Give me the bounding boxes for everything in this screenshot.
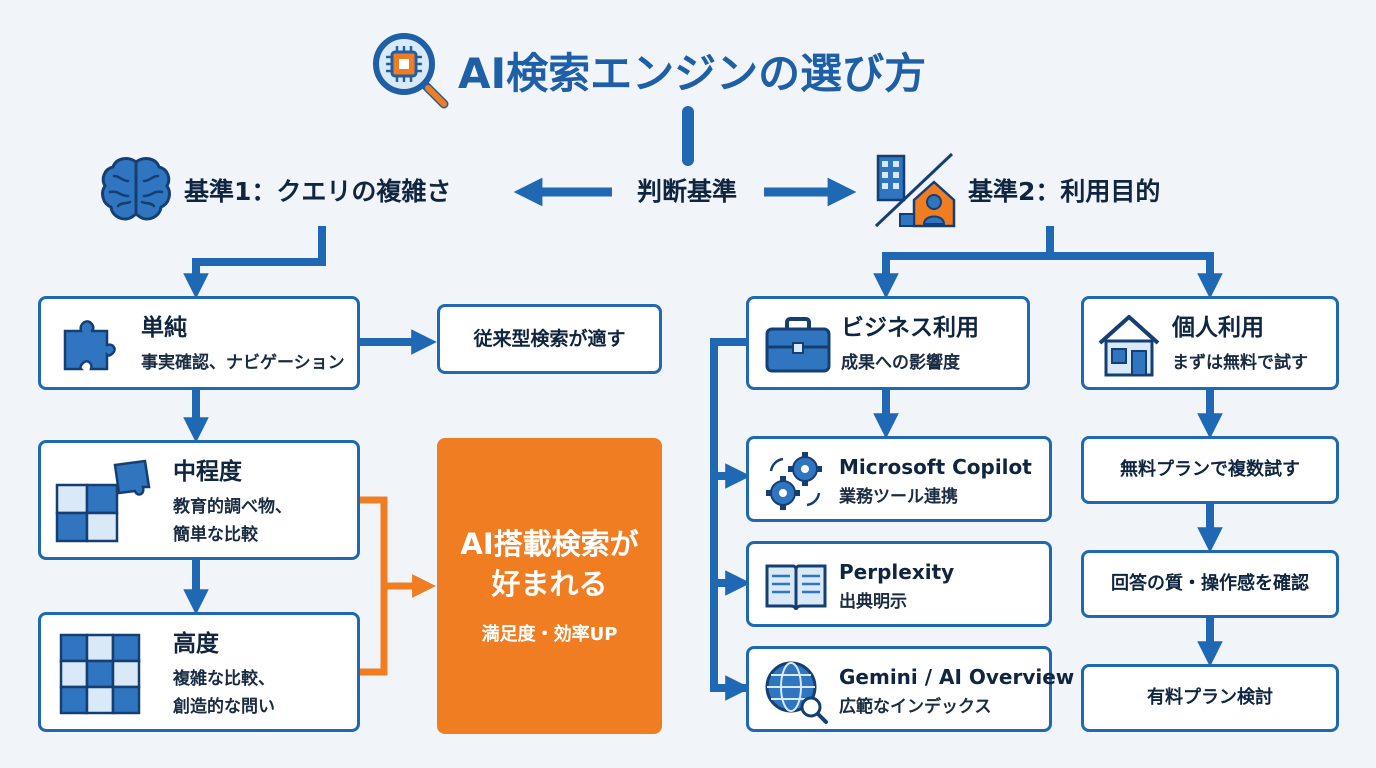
box-personal: 個人利用 まずは無料で試す: [1081, 296, 1339, 390]
magnifier-chip-icon: [370, 30, 454, 114]
box-simple: 単純 事実確認、ナビゲーション: [38, 296, 360, 390]
step-2-label: 回答の質・操作感を確認: [1111, 573, 1309, 594]
step-3: 有料プラン検討: [1081, 664, 1339, 732]
step-1-label: 無料プランで複数試す: [1120, 459, 1300, 480]
perplexity-desc: 出典明示: [839, 592, 907, 612]
personal-title: 個人利用: [1172, 315, 1264, 341]
connector-split-personal: [1050, 252, 1223, 299]
option-perplexity: Perplexity 出典明示: [746, 541, 1052, 627]
step-2: 回答の質・操作感を確認: [1081, 550, 1339, 618]
page-title: AI検索エンジンの選び方: [458, 49, 927, 98]
box-simple-result: 従来型検索が適す: [437, 304, 662, 374]
gemini-name: Gemini / AI Overview: [839, 665, 1075, 689]
puzzle-piece-icon: [57, 313, 121, 377]
brain-icon: [98, 154, 174, 226]
puzzle-pieces-icon: [53, 457, 153, 547]
medium-desc-line1: 教育的調べ物、: [173, 497, 292, 517]
step-1: 無料プランで複数試す: [1081, 436, 1339, 504]
simple-title: 単純: [141, 315, 187, 341]
perplexity-name: Perplexity: [839, 560, 955, 584]
bracket-business-options: [710, 338, 746, 692]
box-medium: 中程度 教育的調べ物、 簡単な比較: [38, 440, 360, 560]
business-desc: 成果への影響度: [841, 353, 960, 373]
criterion2-label: 基準2：利用目的: [968, 177, 1161, 206]
office-home-icon: [872, 150, 958, 230]
simple-desc: 事実確認、ナビゲーション: [141, 353, 345, 373]
globe-search-icon: [763, 659, 829, 725]
connector-split-business: [873, 252, 1050, 299]
ai-box-line2: 好まれる: [491, 567, 608, 601]
book-icon: [763, 556, 829, 616]
option-copilot: Microsoft Copilot 業務ツール連携: [746, 436, 1052, 522]
advanced-desc-line1: 複雑な比較、: [173, 669, 275, 689]
advanced-title: 高度: [173, 631, 219, 657]
box-advanced: 高度 複雑な比較、 創造的な問い: [38, 612, 360, 732]
business-title: ビジネス利用: [841, 315, 979, 341]
center-label: 判断基準: [612, 174, 762, 210]
gears-icon: [763, 449, 827, 513]
ai-box-line1: AI搭載検索が: [460, 527, 639, 561]
briefcase-icon: [763, 315, 833, 375]
puzzle-grid-icon: [57, 631, 147, 719]
box-business: ビジネス利用 成果への影響度: [746, 296, 1030, 390]
step-3-label: 有料プラン検討: [1147, 687, 1273, 708]
copilot-desc: 業務ツール連携: [839, 487, 958, 507]
box-ai-search: AI搭載検索が 好まれる 満足度・効率UP: [437, 438, 662, 734]
simple-result-label: 従来型検索が適す: [473, 328, 626, 350]
medium-desc-line2: 簡単な比較: [173, 525, 258, 545]
option-gemini: Gemini / AI Overview 広範なインデックス: [746, 646, 1074, 732]
house-icon: [1094, 311, 1164, 379]
advanced-desc-line2: 創造的な問い: [173, 697, 275, 717]
criterion1-label: 基準1：クエリの複雑さ: [184, 177, 452, 206]
gemini-desc: 広範なインデックス: [839, 697, 992, 717]
ai-box-sub: 満足度・効率UP: [481, 624, 618, 645]
connector-c1-simple: [183, 226, 326, 299]
copilot-name: Microsoft Copilot: [839, 455, 1032, 479]
medium-title: 中程度: [173, 459, 242, 485]
connector-to-ai-box: [360, 496, 388, 676]
personal-desc: まずは無料で試す: [1172, 353, 1308, 373]
